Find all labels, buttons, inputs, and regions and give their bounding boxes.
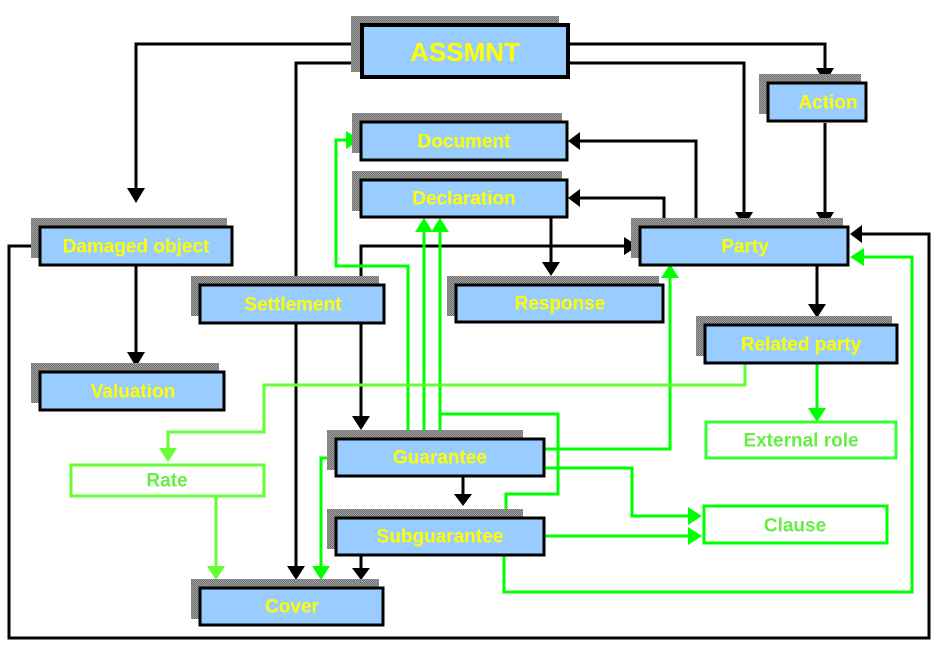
- entity-action[interactable]: Action: [759, 74, 868, 123]
- link-damaged-object-party: [7, 232, 931, 640]
- entity-response[interactable]: Response: [447, 276, 665, 324]
- arrowhead: [415, 218, 433, 232]
- entity-rate[interactable]: Rate: [69, 463, 266, 498]
- entity-label: Related party: [741, 335, 862, 356]
- arrowhead: [287, 566, 305, 580]
- arrowhead: [352, 568, 370, 580]
- entity-label: Cover: [265, 597, 319, 618]
- link-assmnt-settlement: [294, 61, 362, 276]
- link-party-declaration: [580, 196, 666, 227]
- arrowhead: [352, 416, 370, 430]
- entity-label: Action: [798, 93, 857, 114]
- arrowhead: [850, 248, 864, 266]
- link-guarantee-clause: [544, 466, 688, 518]
- entity-valuation[interactable]: Valuation: [31, 363, 226, 412]
- entity-label: Response: [515, 294, 606, 315]
- arrowhead: [127, 188, 145, 203]
- link-related-party-rate: [166, 364, 747, 448]
- link-subguarantee-declaration: [438, 412, 560, 510]
- entity-document[interactable]: Document: [352, 113, 569, 162]
- entity-guarantee[interactable]: Guarantee: [327, 430, 546, 478]
- entity-subguarantee[interactable]: Subguarantee: [327, 509, 546, 557]
- arrowhead: [312, 566, 330, 580]
- link-guarantee-document: [334, 138, 410, 430]
- entity-label: Declaration: [412, 189, 515, 210]
- arrowhead: [127, 352, 145, 367]
- entity-label: Document: [418, 132, 512, 153]
- arrowhead: [542, 262, 560, 276]
- entity-clause[interactable]: Clause: [702, 504, 889, 545]
- entity-label: Guarantee: [393, 448, 487, 469]
- arrowhead: [808, 408, 826, 422]
- arrowhead: [688, 507, 702, 525]
- entity-label: Rate: [146, 471, 187, 492]
- arrowhead: [431, 218, 449, 232]
- entity-assmnt[interactable]: ASSMNT: [351, 16, 570, 79]
- entity-label: Clause: [764, 516, 826, 537]
- arrowhead: [159, 448, 177, 462]
- arrowhead: [454, 494, 472, 506]
- entity-declaration[interactable]: Declaration: [352, 171, 569, 219]
- entity-damaged-object[interactable]: Damaged object: [31, 218, 234, 267]
- link-guarantee-party: [544, 278, 672, 451]
- arrowhead: [568, 132, 580, 150]
- entity-label: Party: [721, 237, 769, 258]
- entity-label: Damaged object: [63, 237, 210, 258]
- entity-label: Subguarantee: [377, 527, 504, 548]
- link-assmnt-party: [566, 61, 746, 212]
- link-party-document: [580, 139, 698, 227]
- link-subguarantee-party: [502, 255, 914, 594]
- entity-related-party[interactable]: Related party: [696, 316, 899, 365]
- entity-label: Settlement: [244, 295, 342, 316]
- entity-label: Valuation: [91, 382, 175, 403]
- entity-settlement[interactable]: Settlement: [191, 276, 386, 325]
- link-assmnt-damaged-object: [134, 42, 362, 188]
- arrowhead: [688, 527, 702, 545]
- entity-external-role[interactable]: External role: [704, 420, 898, 460]
- entity-label: External role: [743, 431, 858, 452]
- entity-party[interactable]: Party: [631, 218, 850, 267]
- entity-cover[interactable]: Cover: [191, 579, 385, 627]
- arrowhead: [850, 225, 862, 243]
- link-settlement-party: [359, 244, 624, 287]
- arrowhead: [568, 189, 580, 207]
- entity-label: ASSMNT: [410, 37, 520, 67]
- arrowhead: [207, 566, 225, 580]
- arrowhead: [661, 264, 679, 278]
- link-assmnt-action: [566, 42, 827, 68]
- arrowhead: [808, 304, 826, 318]
